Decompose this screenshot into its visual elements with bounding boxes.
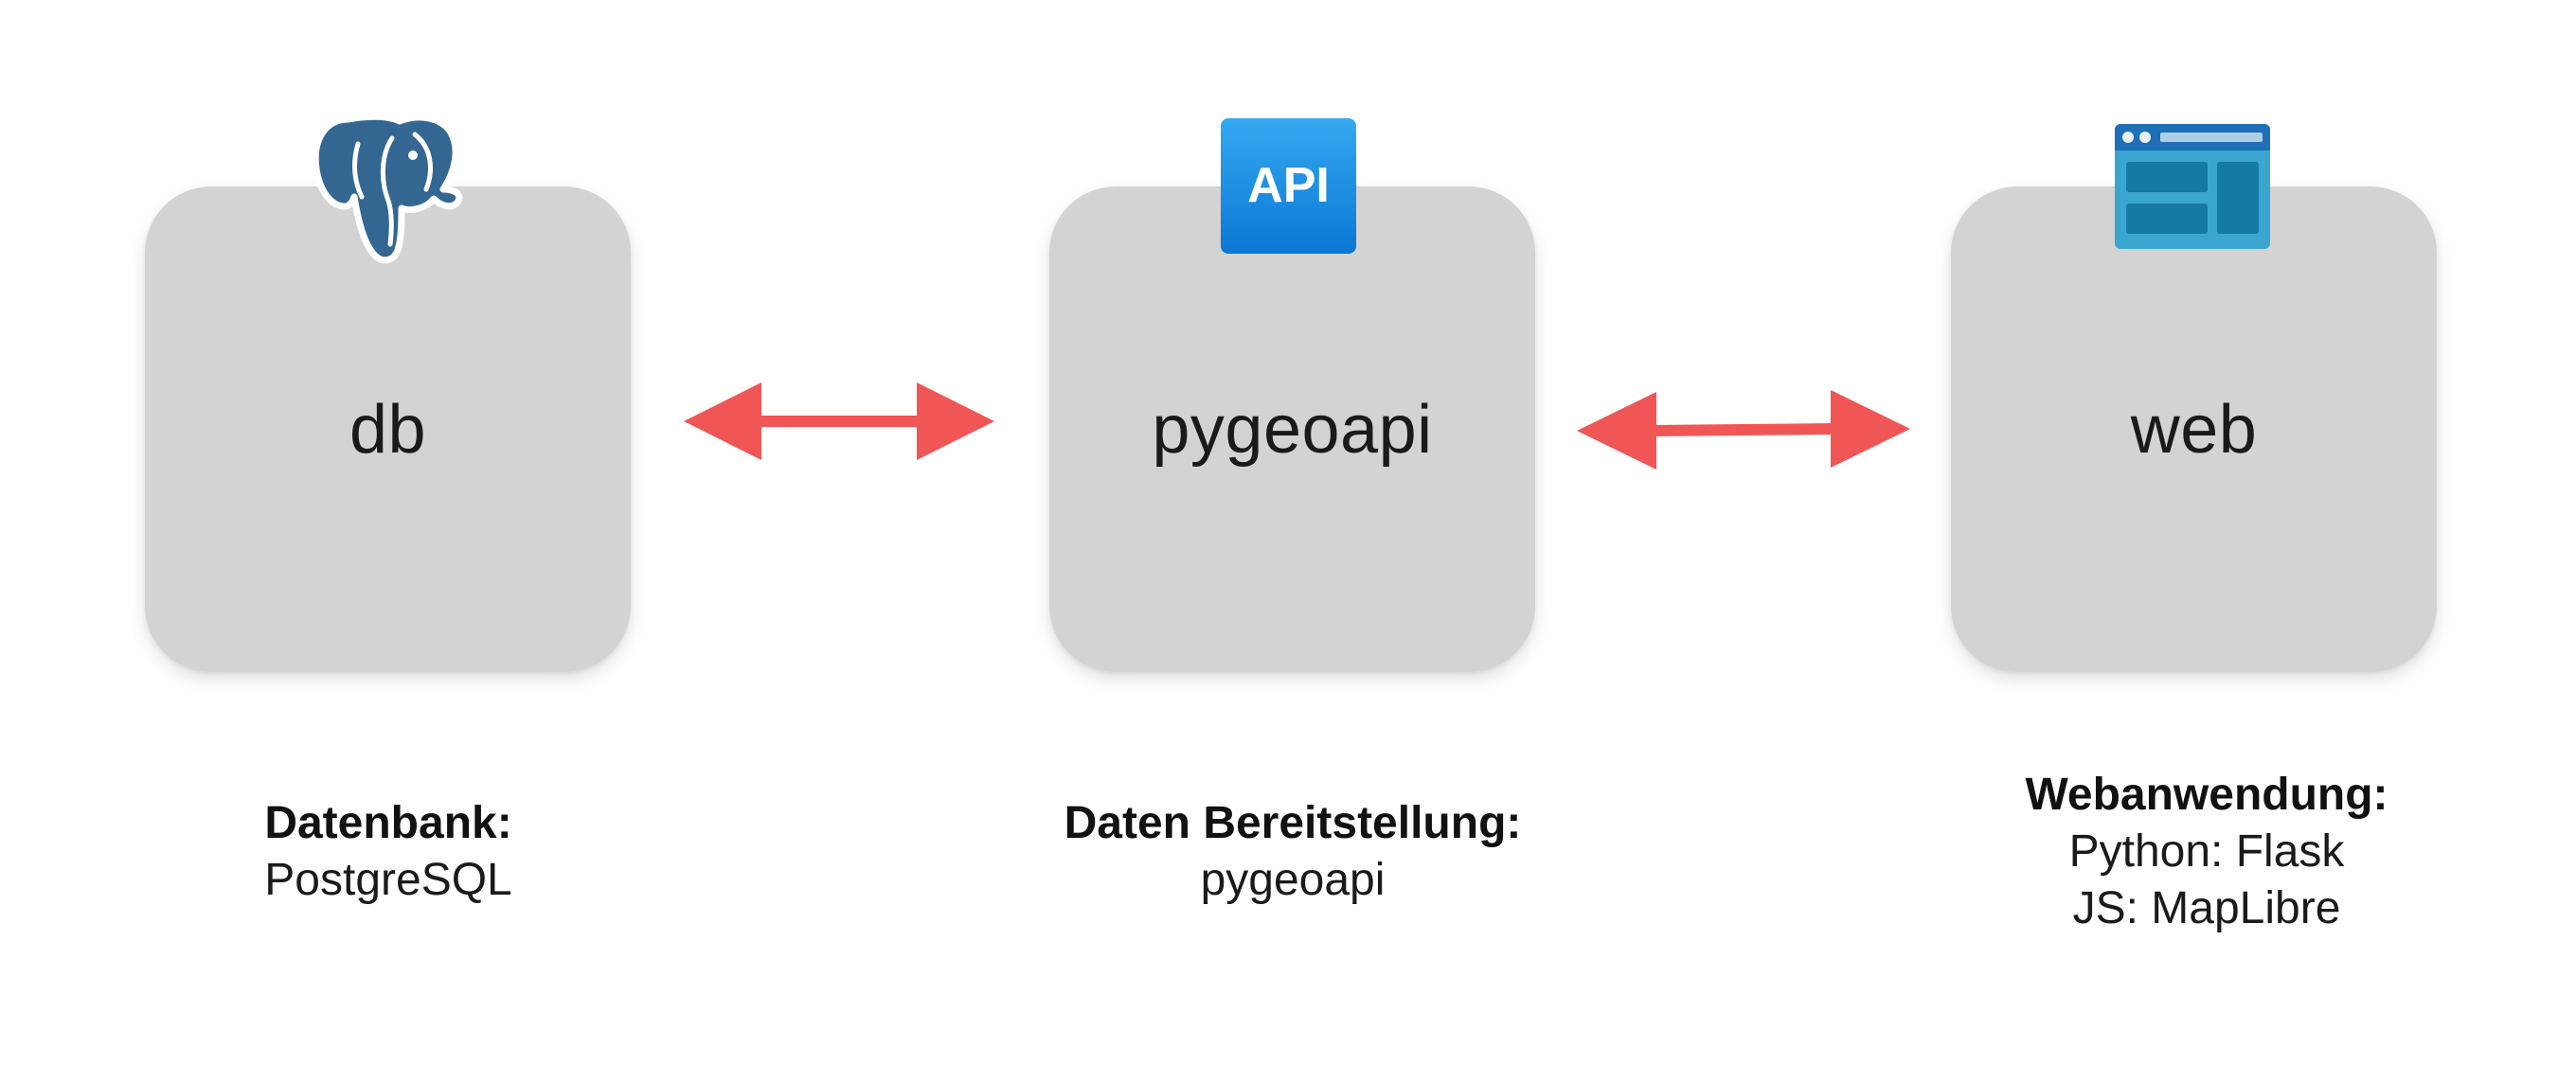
db-service-box: db [145, 186, 631, 672]
web-app-window-icon [2115, 124, 2270, 249]
api-icon: API [1221, 118, 1356, 254]
db-pygeoapi-bidirectional-arrow [684, 382, 994, 460]
postgresql-elephant-icon [312, 113, 463, 264]
web-caption-title: Webanwendung: [2025, 770, 2388, 820]
web-label: web [2130, 391, 2258, 468]
web-caption-line-2: JS: MapLibre [2072, 883, 2341, 933]
db-caption-title: Datenbank: [264, 798, 512, 848]
pygeoapi-service-box: pygeoapi [1049, 186, 1535, 672]
web-service-box: web [1951, 186, 2437, 672]
api-icon-text: API [1247, 158, 1330, 213]
pygeoapi-caption: Daten Bereitstellung: pygeoapi [1004, 795, 1582, 909]
pygeoapi-web-bidirectional-arrow [1577, 390, 1910, 470]
web-caption-line-1: Python: Flask [2068, 826, 2345, 877]
pygeoapi-caption-title: Daten Bereitstellung: [1064, 798, 1522, 848]
web-caption: Webanwendung: Python: Flask JS: MapLibre [1951, 767, 2462, 937]
pygeoapi-caption-line: pygeoapi [1200, 855, 1386, 905]
db-caption: Datenbank: PostgreSQL [199, 795, 578, 909]
db-label: db [349, 391, 427, 468]
pygeoapi-label: pygeoapi [1152, 391, 1433, 468]
db-caption-line: PostgreSQL [264, 855, 512, 905]
